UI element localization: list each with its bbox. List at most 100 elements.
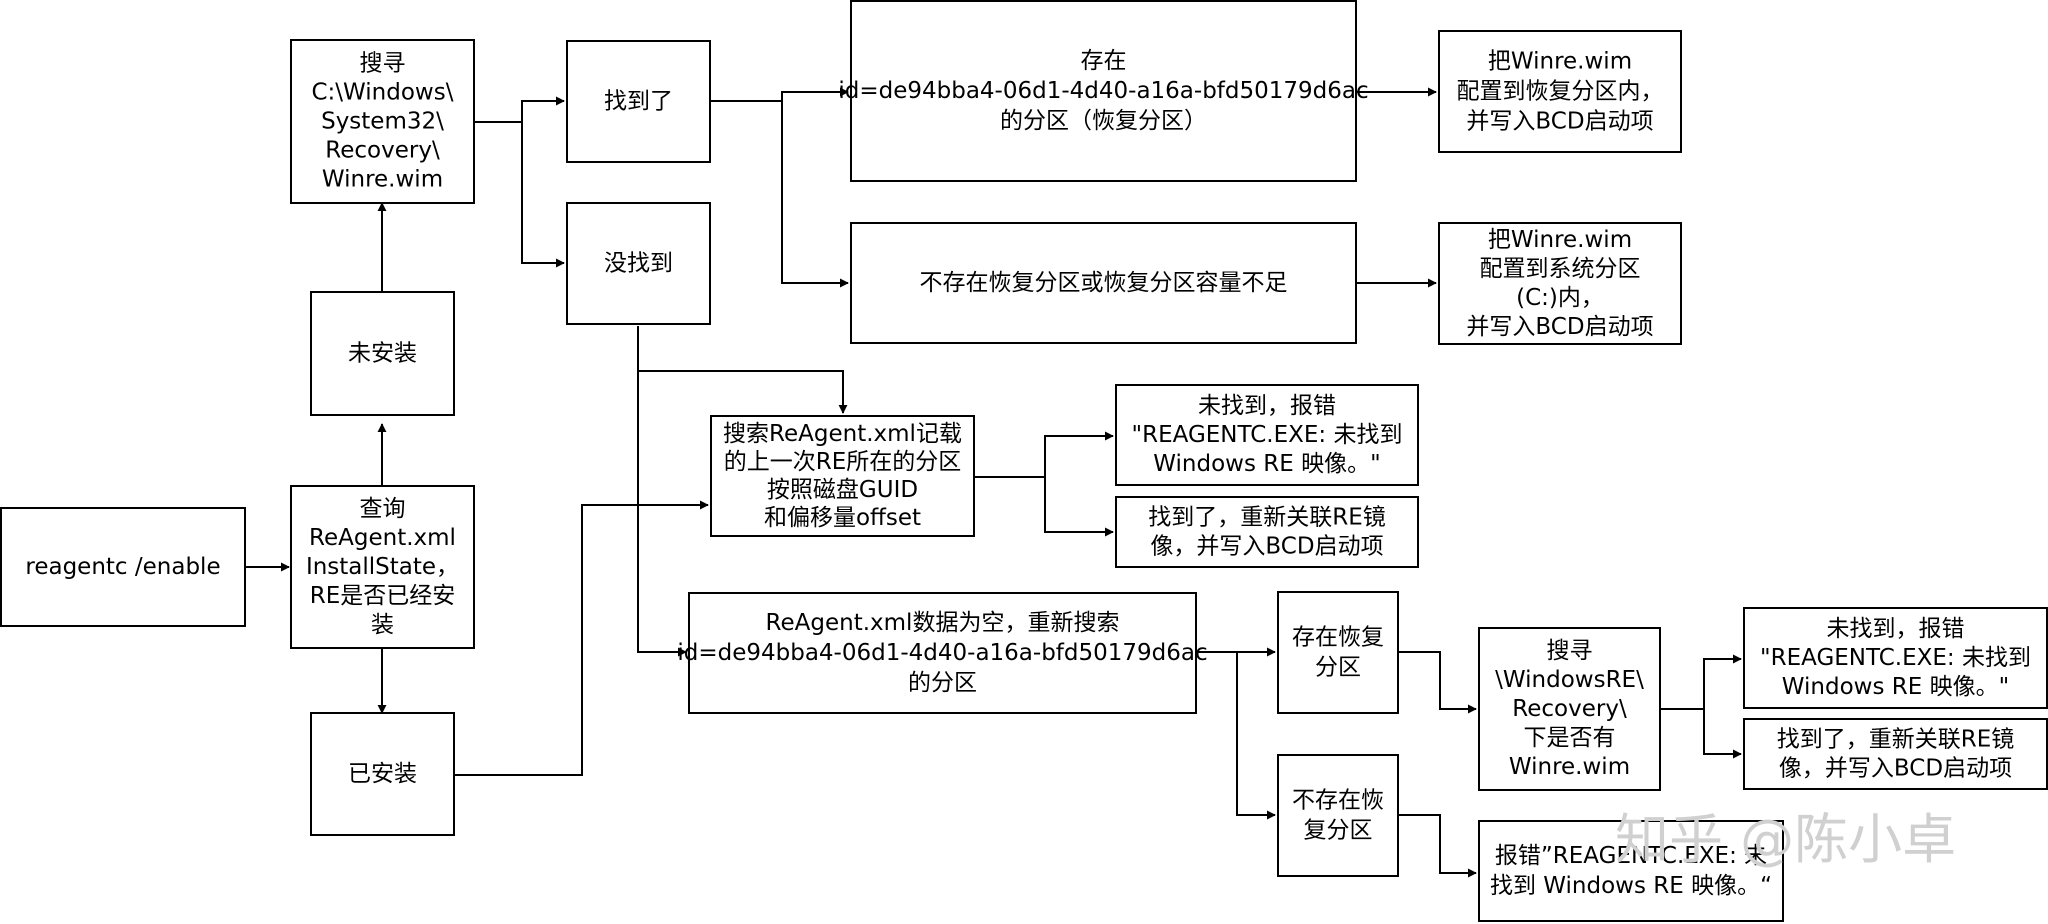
node-search-windowsre-recovery: 搜寻 \WindowsRE\ Recovery\ 下是否有 Winre.wim <box>1478 627 1661 791</box>
node-text-line: Winre.wim <box>322 167 443 193</box>
node-text-line: Windows RE 映像。" <box>1153 451 1380 477</box>
node-box <box>1115 384 1419 486</box>
node-search-system-winre: 搜寻C:\Windows\System32\Recovery\Winre.wim <box>290 39 475 204</box>
node-box <box>1743 607 2048 709</box>
node-text-line: 按照磁盘GUID <box>767 477 918 503</box>
node-box <box>566 202 711 325</box>
node-box <box>850 0 1357 182</box>
node-not-installed: 未安装 <box>310 291 455 416</box>
node-text-line: "REAGENTC.EXE: 未找到 <box>1760 645 2031 671</box>
node-text-line: InstallState， <box>306 554 459 580</box>
node-text-line: 报错”REAGENTC.EXE: 未 <box>1495 843 1767 869</box>
edge-found-to-no-partition <box>781 92 849 288</box>
node-text-line: 不存在恢复分区或恢复分区容量不足 <box>920 270 1288 296</box>
node-text-line: 下是否有 <box>1524 725 1616 751</box>
node-error-final: 报错”REAGENTC.EXE: 未找到 Windows RE 映像。“ <box>1478 820 1784 922</box>
edge-not-found-to-reagent-empty <box>637 371 687 657</box>
node-text-line: System32\ <box>321 109 444 135</box>
node-box <box>710 415 975 537</box>
node-box <box>1438 30 1682 153</box>
node-text-line: Windows RE 映像。" <box>1782 674 2009 700</box>
node-text-line: 不存在恢 <box>1292 788 1384 814</box>
node-text-line: ReAgent.xml数据为空，重新搜索 <box>766 610 1120 636</box>
edge-search-to-not-found <box>521 122 565 268</box>
node-text-line: 未找到，报错 <box>1198 393 1336 419</box>
node-box <box>566 40 711 163</box>
node-text-line: \WindowsRE\ <box>1495 667 1644 693</box>
node-installed: 已安装 <box>310 712 455 836</box>
edge-search-record-to-found-1 <box>1044 477 1114 537</box>
node-config-recovery-partition: 把Winre.wim 配置到恢复分区内， 并写入BCD启动项 <box>1438 30 1682 153</box>
node-text-line: 未安装 <box>348 341 417 367</box>
node-text-line: 像，并写入BCD启动项 <box>1150 534 1383 560</box>
connector-lines <box>245 87 1742 878</box>
node-text-line: Recovery\ <box>1512 696 1627 722</box>
node-text-line: 存在 <box>1081 48 1127 74</box>
node-exists-recovery: 存在恢复分区 <box>1277 591 1399 714</box>
node-text-line: C:\Windows\ <box>312 80 454 106</box>
node-box <box>1277 591 1399 714</box>
node-text-line: id=de94bba4-06d1-4d40-a16a-bfd50179d6ac <box>838 78 1368 104</box>
node-text-line: 搜寻 <box>1547 638 1593 664</box>
node-text-line: RE是否已经安 <box>310 583 456 609</box>
node-text-line: 查询 <box>360 496 406 522</box>
node-no-recovery-partition: 不存在恢复分区或恢复分区容量不足 <box>850 222 1357 344</box>
node-text-line: 找到了，重新关联RE镜 <box>1777 727 2015 753</box>
node-text-line: 并写入BCD启动项 <box>1466 314 1653 340</box>
node-not-exists-recovery: 不存在恢复分区 <box>1277 754 1399 877</box>
node-box <box>290 485 475 649</box>
edge-found-to-exists <box>710 87 849 102</box>
node-text-line: 搜寻 <box>360 51 406 77</box>
node-text-line: id=de94bba4-06d1-4d40-a16a-bfd50179d6ac <box>677 640 1207 666</box>
node-found: 找到了 <box>566 40 711 163</box>
node-text-line: 找到了 <box>604 89 673 115</box>
node-text-line: 搜索ReAgent.xml记载 <box>723 421 962 447</box>
edge-not-found-to-search-record <box>637 326 848 414</box>
node-text-line: ReAgent.xml <box>309 525 456 551</box>
node-text-line: 没找到 <box>604 251 673 277</box>
node-text-line: 找到了，重新关联RE镜 <box>1148 505 1386 531</box>
node-box <box>0 507 246 627</box>
node-text-line: 装 <box>371 612 394 638</box>
node-text-line: (C:)内， <box>1516 285 1604 311</box>
node-not-found-error-1: 未找到，报错 "REAGENTC.EXE: 未找到 Windows RE 映像。" <box>1115 384 1419 486</box>
node-box <box>850 222 1357 344</box>
edge-search-to-found <box>475 96 565 123</box>
node-box <box>1277 754 1399 877</box>
node-box <box>1478 820 1784 922</box>
node-text-line: 并写入BCD启动项 <box>1466 109 1653 135</box>
node-text-line: 配置到系统分区 <box>1480 256 1641 282</box>
edge-search-record-to-error-1 <box>975 431 1114 478</box>
node-box <box>1478 627 1661 791</box>
node-reagentc-enable: reagentc /enable <box>0 507 246 627</box>
node-text-line: 把Winre.wim <box>1488 49 1632 75</box>
node-box <box>688 592 1197 714</box>
watermark-text: 知乎 @陈小卓 <box>1615 808 1956 871</box>
node-text-line: Winre.wim <box>1509 754 1630 780</box>
edge-exists-recovery-to-search-windowsre <box>1399 651 1477 714</box>
node-box <box>290 39 475 204</box>
node-text-line: reagentc /enable <box>25 554 220 580</box>
node-box <box>310 712 455 836</box>
node-text-line: 分区 <box>1315 655 1361 681</box>
node-not-found: 没找到 <box>566 202 711 325</box>
node-text-line: "REAGENTC.EXE: 未找到 <box>1132 422 1403 448</box>
node-text-line: 的分区（恢复分区） <box>1000 108 1207 134</box>
node-text-line: 找到 Windows RE 映像。“ <box>1490 873 1772 899</box>
node-box <box>310 291 455 416</box>
node-text-line: 和偏移量offset <box>764 505 921 531</box>
node-text-line: 的分区 <box>908 670 977 696</box>
edge-search-windowsre-to-error-2 <box>1661 654 1742 710</box>
node-box <box>1438 222 1682 345</box>
node-text-line: 已安装 <box>348 761 417 787</box>
node-text-line: 配置到恢复分区内， <box>1457 79 1664 105</box>
node-box <box>1743 718 2048 790</box>
node-exists-recovery-partition: 存在 id=de94bba4-06d1-4d40-a16a-bfd50179d6a… <box>838 0 1369 182</box>
node-text-line: 存在恢复 <box>1292 625 1384 651</box>
node-text-line: 像，并写入BCD启动项 <box>1779 756 2012 782</box>
